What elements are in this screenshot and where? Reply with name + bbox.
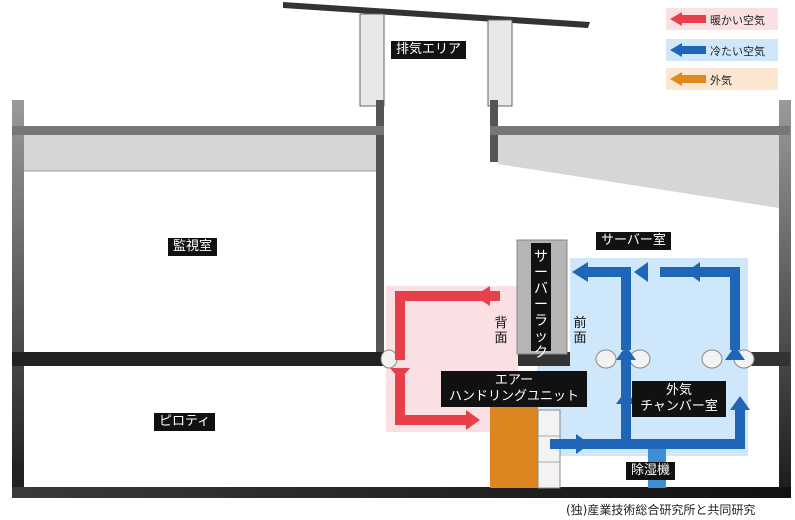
- label-piloti: ピロティ: [154, 413, 216, 431]
- upper-slab-left: [12, 126, 384, 135]
- label-exhaust-area: 排気エリア: [391, 41, 467, 59]
- warm-arrowhead-right: [466, 410, 480, 430]
- upper-slab-right: [490, 126, 790, 135]
- cold-arrowhead-up-4: [730, 396, 750, 410]
- right-outer-wall: [779, 100, 791, 498]
- ceiling-right-slope: [498, 135, 779, 208]
- cold-arrowhead-in: [576, 434, 590, 454]
- cold-arrowhead-rack: [572, 262, 588, 282]
- label-chamber-line2: チャンバー室: [640, 399, 718, 414]
- label-monitoring-room: 監視室: [168, 238, 218, 256]
- legend-outside-air: 外気: [666, 68, 778, 90]
- mid-slab-left: [12, 352, 384, 366]
- cold-arrowhead-up-3: [616, 390, 636, 404]
- legend-warm-label: 暖かい空気: [710, 14, 765, 27]
- warm-arrowhead-left: [474, 286, 490, 306]
- legend-warm-arrow-icon: [670, 12, 706, 26]
- legend-cold-air: 冷たい空気: [666, 39, 778, 61]
- label-air-handling-unit: エアー ハンドリングユニット: [441, 371, 587, 407]
- cold-arrowhead-up-2: [725, 346, 745, 360]
- fan-mid-left: [595, 349, 651, 369]
- cold-arrowhead-2: [634, 262, 648, 282]
- chimney-left-wall: [359, 13, 385, 107]
- ahu-unit: [490, 400, 538, 488]
- legend-cold-label: 冷たい空気: [710, 45, 765, 58]
- legend-warm-air: 暖かい空気: [666, 8, 778, 30]
- label-server-rack: サーバーラック: [531, 243, 551, 361]
- fan-left: [380, 349, 398, 369]
- label-dehumidifier: 除湿機: [626, 462, 676, 480]
- label-outside-air-chamber: 外気 チャンバー室: [632, 381, 726, 417]
- label-ahu-line1: エアー: [494, 373, 534, 388]
- ground-slab: [12, 487, 791, 498]
- warm-arrowhead-down: [390, 368, 410, 380]
- legend-cold-arrow-icon: [670, 43, 706, 57]
- ceiling-left: [24, 135, 376, 171]
- label-back: 背面: [494, 316, 508, 346]
- cold-arrowhead-up-1: [616, 346, 636, 360]
- cold-arrowhead-3: [686, 262, 700, 282]
- legend-outside-label: 外気: [710, 74, 732, 87]
- roof-slab: [283, 2, 590, 28]
- label-ahu-line2: ハンドリングユニット: [448, 389, 579, 404]
- label-server-room: サーバー室: [596, 232, 671, 250]
- label-chamber-line1: 外気: [665, 383, 692, 398]
- chimney-right-wall: [487, 19, 513, 107]
- credit-text: (独)産業技術総合研究所と共同研究: [566, 503, 756, 517]
- left-outer-wall: [12, 100, 24, 498]
- label-front: 前面: [573, 316, 587, 346]
- chimney-left-post: [376, 100, 384, 360]
- legend-outside-arrow-icon: [670, 72, 706, 86]
- warm-air-arrows: [395, 291, 500, 425]
